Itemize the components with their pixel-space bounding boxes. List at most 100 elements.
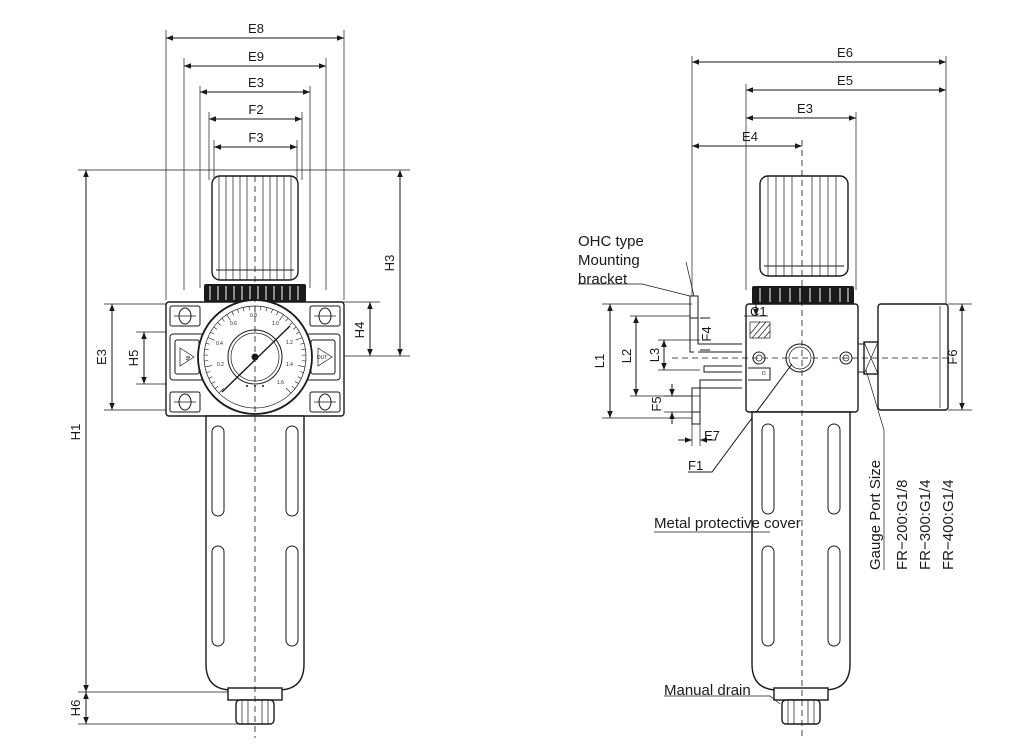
label-e6: E6	[837, 45, 853, 60]
gauge-tick	[217, 322, 221, 326]
label-e9: E9	[248, 49, 264, 64]
pressure-gauge-side	[858, 303, 949, 411]
gauge-tick	[289, 322, 293, 326]
gauge-scale-0-2: 0.2	[217, 362, 224, 368]
bowl-window-icon	[211, 425, 225, 517]
gauge-tick	[285, 318, 289, 322]
gauge-tick	[301, 348, 306, 350]
gauge-tick	[226, 314, 231, 321]
side-view: E6 E5 E3 E4	[578, 45, 972, 738]
gauge-tick	[299, 371, 304, 374]
label-f6: F6	[945, 349, 960, 364]
label-l2: L2	[619, 349, 634, 363]
front-view: E8 E9 E3 F2 F3 H1 H6 E3 H5 H3 H4	[68, 21, 410, 738]
label-h6: H6	[68, 700, 83, 717]
mounting-bracket-upper	[689, 295, 742, 353]
gauge-tick	[207, 337, 215, 341]
gauge-tick	[204, 348, 209, 350]
label-e4: E4	[742, 129, 758, 144]
regulator-knob-side	[759, 175, 849, 277]
gauge-tick	[231, 311, 234, 316]
gauge-tick	[214, 385, 219, 389]
bowl-window-icon	[761, 423, 775, 515]
leader-gauge-port	[865, 369, 885, 431]
label-f3: F3	[248, 130, 263, 145]
gauge-scale-1-6: 1.6	[277, 380, 284, 386]
gauge-tick	[211, 381, 216, 384]
filter-bowl	[205, 415, 305, 691]
mounting-bracket-mid	[703, 365, 742, 373]
mount-hole-bottom-left-icon	[169, 391, 201, 413]
bowl-window-icon	[761, 545, 775, 647]
lock-mark-icon: D	[762, 371, 766, 377]
label-e8: E8	[248, 21, 264, 36]
gauge-scale-0-8: 0.8	[250, 313, 257, 319]
gauge-scale-1-4: 1.4	[286, 362, 293, 368]
gauge-tick	[279, 314, 284, 321]
gauge-tick	[300, 342, 305, 345]
leader-bracket	[578, 283, 691, 297]
label-e3: E3	[248, 75, 264, 90]
out-arrow-icon	[317, 347, 333, 367]
gauge-tick	[210, 331, 215, 335]
gauge-tick	[297, 376, 302, 379]
drain-valve-side	[773, 687, 829, 725]
port-in-label: IN	[184, 356, 190, 361]
gauge-tick	[292, 326, 297, 330]
callout-bracket-line2: Mounting	[578, 252, 640, 269]
gauge-scale-1-2: 1.2	[286, 340, 293, 346]
mount-hole-top-left-icon	[169, 305, 201, 327]
gauge-scale-0-4: 0.4	[216, 341, 223, 347]
callout-cover: Metal protective cover	[654, 515, 801, 532]
gauge-tick	[205, 342, 210, 345]
mounting-bracket-lower	[691, 379, 742, 425]
callout-bracket-line1: OHC type	[578, 233, 644, 250]
label-l1: L1	[592, 354, 607, 368]
label-h1: H1	[68, 424, 83, 441]
mount-hole-top-right-icon	[309, 305, 341, 327]
gauge-port-fr300: FR−300:G1/4	[917, 480, 934, 570]
label-c1: C1	[750, 304, 767, 319]
gauge-tick	[270, 309, 273, 314]
label-h4: H4	[352, 322, 367, 339]
label-h3: H3	[382, 255, 397, 272]
callout-drain: Manual drain	[664, 682, 751, 699]
bowl-window-icon	[285, 545, 299, 647]
label-e7: E7	[704, 428, 720, 443]
label-e3-side: E3	[797, 101, 813, 116]
gauge-ticks	[204, 306, 306, 394]
lock-ring	[204, 284, 306, 302]
gauge-tick	[242, 307, 245, 312]
leader-f1	[688, 363, 793, 473]
label-l3: L3	[647, 348, 662, 362]
gauge-port-fr400: FR−400:G1/4	[940, 480, 957, 570]
bowl-window-icon	[211, 545, 225, 647]
label-side-e3: E3	[94, 349, 109, 365]
label-h5: H5	[126, 350, 141, 367]
gauge-tick	[276, 311, 279, 316]
gauge-tick	[206, 371, 211, 374]
gauge-tick	[294, 381, 299, 384]
mount-hole-bottom-right-icon	[309, 391, 341, 413]
leader-drain	[664, 695, 781, 705]
gauge-tick	[208, 376, 213, 379]
gauge-tick	[298, 365, 306, 368]
gauge-port-fr200: FR−200:G1/8	[894, 480, 911, 570]
gauge-port-title: Gauge Port Size	[867, 460, 884, 570]
gauge-tick	[265, 307, 268, 312]
label-f5: F5	[649, 396, 664, 411]
bowl-window-icon	[827, 423, 841, 515]
bowl-window-icon	[827, 545, 841, 647]
gauge-tick	[213, 326, 218, 330]
bowl-window-icon	[285, 425, 299, 517]
gauge-tick	[291, 385, 296, 389]
gauge-tick	[237, 309, 240, 314]
callout-bracket-line3: bracket	[578, 271, 628, 288]
gauge-tick	[204, 365, 212, 368]
gauge-tick	[295, 337, 303, 341]
gauge-tick	[218, 387, 225, 394]
in-arrow-icon	[179, 347, 195, 367]
gauge-tick	[221, 318, 225, 322]
gauge-tick	[285, 387, 292, 394]
label-f1: F1	[688, 458, 703, 473]
